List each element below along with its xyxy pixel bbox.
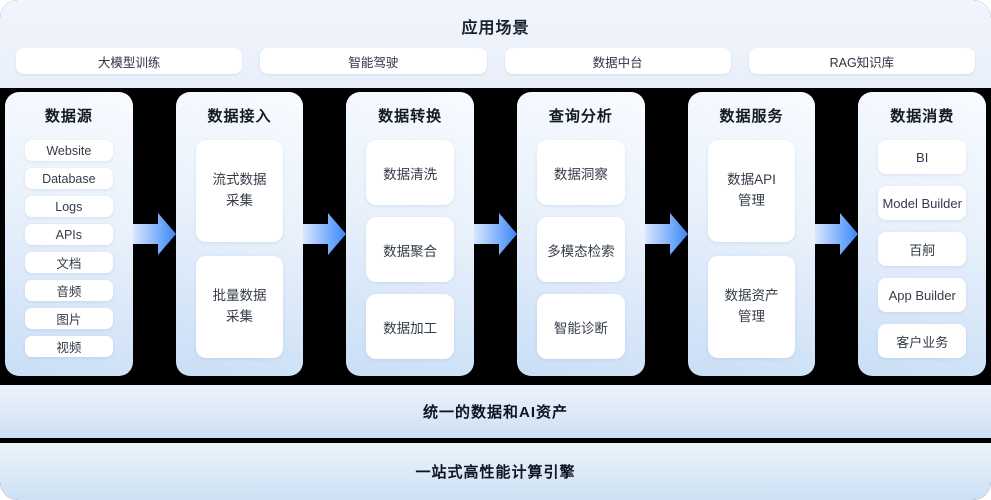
pipeline-node: 智能诊断 [537, 294, 625, 359]
pipeline-node: 数据API 管理 [707, 140, 796, 242]
unified-data-assets-bar: 统一的数据和AI资产 [0, 385, 991, 438]
column-title: 查询分析 [548, 108, 613, 125]
column-title: 数据服务 [719, 108, 784, 125]
pipeline-node: 图片 [25, 308, 113, 329]
flow-arrow [644, 92, 688, 376]
column-items: 数据清洗数据聚合数据加工 [366, 140, 455, 359]
flow-arrow [474, 92, 518, 376]
column-items: 流式数据 采集批量数据 采集 [195, 140, 284, 358]
scenario-chip[interactable]: 数据中台 [504, 48, 731, 74]
pipeline-node: 数据资产 管理 [707, 256, 796, 358]
flow-arrow-icon [644, 213, 688, 255]
pipeline-node: App Builder [878, 278, 967, 312]
pipeline-column-data-services: 数据服务数据API 管理数据资产 管理 [687, 92, 816, 376]
application-scenarios-section: 应用场景 大模型训练智能驾驶数据中台 RAG知识库 [0, 0, 991, 88]
bar-label: 统一的数据和AI资产 [422, 404, 568, 421]
flow-arrow [815, 92, 859, 376]
pipeline-node: 数据加工 [366, 294, 455, 359]
compute-engine-bar: 一站式高性能计算引擎 [0, 443, 991, 500]
flow-arrow [303, 92, 347, 376]
pipeline-node: Logs [25, 196, 113, 217]
pipeline-node: 文档 [25, 252, 113, 273]
pipeline-node: Database [25, 168, 113, 189]
pipeline-node: 流式数据 采集 [195, 140, 284, 242]
pipeline-column-data-transformation: 数据转换数据清洗数据聚合数据加工 [346, 92, 475, 376]
pipeline-node: 数据清洗 [366, 140, 455, 205]
flow-arrow [132, 92, 176, 376]
column-title: 数据接入 [207, 108, 272, 125]
pipeline-node: BI [878, 140, 967, 174]
pipeline-node: 视频 [25, 336, 113, 357]
pipeline-node: 多模态检索 [537, 217, 625, 282]
pipeline-node: APIs [25, 224, 113, 245]
scenario-chip[interactable]: RAG知识库 [748, 48, 975, 74]
pipeline-node: 音频 [25, 280, 113, 301]
flow-arrow-icon [303, 213, 347, 255]
bar-label: 一站式高性能计算引擎 [415, 464, 576, 481]
pipeline-node: 数据聚合 [366, 217, 455, 282]
pipeline-node: Model Builder [878, 186, 967, 220]
pipeline-node: 批量数据 采集 [195, 256, 284, 358]
flow-arrow-icon [815, 213, 859, 255]
pipeline-node: Website [25, 140, 113, 161]
pipeline-column-data-ingestion: 数据接入流式数据 采集批量数据 采集 [175, 92, 304, 376]
pipeline-column-query-analysis: 查询分析数据洞察多模态检索智能诊断 [517, 92, 645, 376]
column-items: 数据API 管理数据资产 管理 [707, 140, 796, 358]
scenario-chip[interactable]: 大模型训练 [16, 48, 243, 74]
column-title: 数据源 [44, 108, 93, 125]
scenario-chip[interactable]: 智能驾驶 [260, 48, 487, 74]
pipeline-node: 数据洞察 [537, 140, 625, 205]
column-title: 数据消费 [890, 108, 955, 125]
pipeline-column-data-consumption: 数据消费 BI Model Builder 百舸 App Builder 客户业务 [858, 92, 987, 376]
column-title: 数据转换 [378, 108, 443, 125]
pipeline-node: 客户业务 [878, 324, 967, 358]
divider [0, 438, 991, 443]
column-items: BI Model Builder 百舸 App Builder 客户业务 [878, 140, 967, 358]
pipeline-node: 百舸 [878, 232, 967, 266]
application-scenarios-title: 应用场景 [461, 20, 530, 37]
column-items: 数据洞察多模态检索智能诊断 [537, 140, 625, 359]
flow-arrow-icon [474, 213, 518, 255]
flow-arrow-icon [132, 213, 176, 255]
scenario-chip-row: 大模型训练智能驾驶数据中台 RAG知识库 [16, 48, 975, 74]
